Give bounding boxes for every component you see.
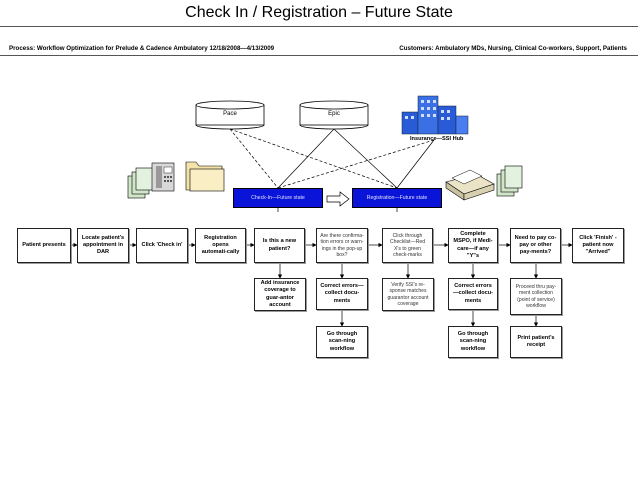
checkin-future-state: Check-In—Future state <box>233 188 323 208</box>
pace-label: Pace <box>223 111 237 117</box>
step-patient-presents: Patient presents <box>17 228 71 263</box>
documents-icon <box>496 165 523 197</box>
page-title: Check In / Registration – Future State <box>185 4 453 21</box>
building-icon <box>401 95 469 135</box>
step-new-patient-decision: Is this a new patient? <box>254 228 305 263</box>
title-divider <box>0 26 638 27</box>
step-correct-errors-2: Correct errors—collect docu-ments <box>448 278 498 310</box>
pace-cylinder <box>195 100 265 130</box>
folder-icon <box>185 161 225 192</box>
epic-cylinder <box>299 100 369 130</box>
step-scanning-workflow-2: Go through scan-ning workflow <box>448 326 498 358</box>
step-correct-errors: Correct errors—collect docu-ments <box>316 278 368 310</box>
documents-icon <box>127 167 154 199</box>
step-add-insurance: Add insurance coverage to guar-antor acc… <box>254 278 306 311</box>
registration-future-state: Registration—Future state <box>352 188 442 208</box>
block-arrow-icon <box>326 191 350 207</box>
step-click-finish: Click 'Finish' - patient now "Arrived" <box>572 228 624 263</box>
step-payment-collection: Proceed thru pay-ment collection (point … <box>510 278 562 315</box>
step-checklist: Click through Checklist—Red X's to green… <box>382 228 433 263</box>
step-confirmation-errors-decision: Are there confirma-tion errors or warn-i… <box>316 228 368 263</box>
scanner-icon <box>445 169 495 201</box>
step-verify-ssi: Verify SSI's re-sponse matches guarantor… <box>382 278 434 311</box>
step-scanning-workflow: Go through scan-ning workflow <box>316 326 368 358</box>
phone-icon <box>151 162 175 192</box>
step-payment-decision: Need to pay co-pay or other pay-ments? <box>510 228 561 263</box>
insurance-hub-label: Insurance—SSI Hub <box>410 136 464 142</box>
step-click-check-in: Click 'Check in' <box>136 228 188 263</box>
customers-label: Customers: Ambulatory MDs, Nursing, Clin… <box>399 45 627 52</box>
process-label: Process: Workflow Optimization for Prelu… <box>9 45 275 52</box>
epic-label: Epic <box>328 111 340 117</box>
step-complete-mspo: Complete MSPO, if Medi-care—if any "Y"s <box>448 228 498 263</box>
header-divider <box>0 55 638 56</box>
step-print-receipt: Print patient's receipt <box>510 326 562 358</box>
step-registration-opens: Registration opens automati-cally <box>195 228 246 263</box>
step-locate-appointment: Locate patient's appointment in DAR <box>77 228 129 263</box>
